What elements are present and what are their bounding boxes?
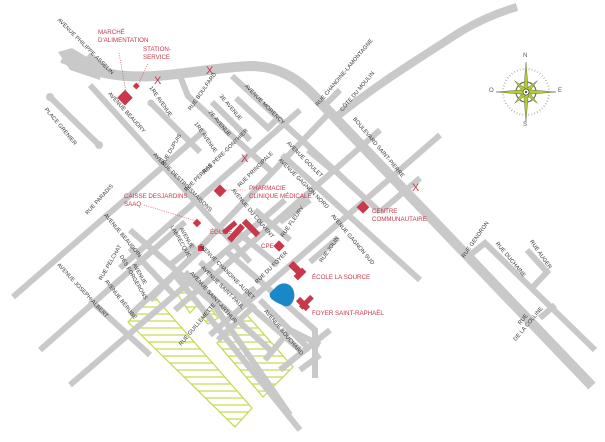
street-segment <box>468 239 598 353</box>
street-segment <box>298 352 322 373</box>
road-end-dot <box>95 141 103 149</box>
poi-ecole-label[interactable]: ÉCOLE LA SOURCE <box>312 274 371 281</box>
street-segment <box>233 95 279 133</box>
street-segment <box>262 326 322 362</box>
poi-line: STATION- <box>143 46 171 53</box>
street-segment <box>278 327 332 373</box>
buildings <box>117 82 370 312</box>
street-segment <box>87 297 153 358</box>
road-west-plaza <box>58 48 102 80</box>
street-segment <box>308 235 340 265</box>
building-eglise-a <box>221 220 238 235</box>
street-segment <box>323 87 343 107</box>
pond <box>269 283 295 307</box>
street-segment <box>229 73 383 215</box>
poi-line: COMMUNAUTAIRE <box>372 216 427 223</box>
street-segment <box>278 197 312 225</box>
road-ends <box>46 93 155 149</box>
road-cote-du-moulin <box>332 3 519 122</box>
building-caisse <box>192 218 202 228</box>
building-eglise-b <box>227 223 245 243</box>
road-end-dot <box>147 99 155 107</box>
poi-line: PHARMACIE <box>249 185 286 192</box>
building-ecole-b <box>293 267 307 281</box>
streets <box>11 52 598 432</box>
street-segment <box>86 52 112 75</box>
restaurant-icon: X <box>206 65 214 77</box>
road-main-curve <box>60 53 596 390</box>
poi-line: CENTRE <box>372 208 398 215</box>
street-segment <box>279 152 423 283</box>
building-cpe <box>273 240 285 252</box>
compass-rose <box>495 61 557 123</box>
street-segment <box>306 147 334 173</box>
street-segment <box>11 127 207 300</box>
street-segment <box>177 74 275 175</box>
street-segment <box>215 302 258 343</box>
street-segment <box>182 269 273 353</box>
compass-north: N <box>523 53 528 59</box>
building-small <box>198 246 204 251</box>
street-segment <box>253 207 292 243</box>
building-foyer-b <box>295 296 311 312</box>
street-segment <box>47 94 102 148</box>
street-segment <box>238 285 257 303</box>
street-segment <box>118 107 302 271</box>
street-segment <box>127 245 178 299</box>
compass-south: S <box>523 122 528 128</box>
poi-station-label[interactable]: STATION-SERVICE <box>143 46 171 62</box>
poi-line: SAAQ <box>124 201 142 208</box>
poi-line: CAISSE DESJARDINS <box>124 193 188 200</box>
street-segment <box>68 197 287 388</box>
building-couvent <box>241 218 261 238</box>
restaurant-icon: X <box>241 153 249 165</box>
poi-line: MARCHÉ <box>98 29 125 36</box>
building-centre <box>356 200 370 214</box>
poi-line: D'ALIMENTATION <box>98 37 149 44</box>
poi-cpe-label[interactable]: CPE <box>261 243 274 250</box>
poi-line: SERVICE <box>143 54 171 61</box>
compass-west: O <box>489 88 494 94</box>
road-network <box>58 3 596 390</box>
street-segment <box>173 127 382 313</box>
street-segment <box>168 242 197 268</box>
building-station <box>132 82 140 90</box>
street-segment <box>378 175 422 215</box>
street-segment <box>127 247 203 318</box>
building-pharmacie <box>213 184 227 198</box>
poi-foyer-label[interactable]: FOYER SAINT-RAPHAËL <box>312 310 384 317</box>
poi-leaders <box>118 52 246 222</box>
street-segment <box>538 302 557 321</box>
restaurant-icon: X <box>412 182 420 194</box>
poi-eglise-label[interactable]: ÉGLISE <box>210 229 233 236</box>
compass-east: E <box>558 88 563 94</box>
poi-line: CLINIQUE MÉDICALE <box>249 193 312 200</box>
building-marche <box>117 89 133 106</box>
street-segment <box>128 227 212 303</box>
restaurant-icon: X <box>154 75 162 87</box>
street-segment <box>257 297 313 353</box>
road-end-dot <box>46 93 54 101</box>
street-segment <box>38 219 187 353</box>
street-segment <box>197 283 293 417</box>
street-segment <box>209 99 253 143</box>
street-segment <box>524 247 552 291</box>
